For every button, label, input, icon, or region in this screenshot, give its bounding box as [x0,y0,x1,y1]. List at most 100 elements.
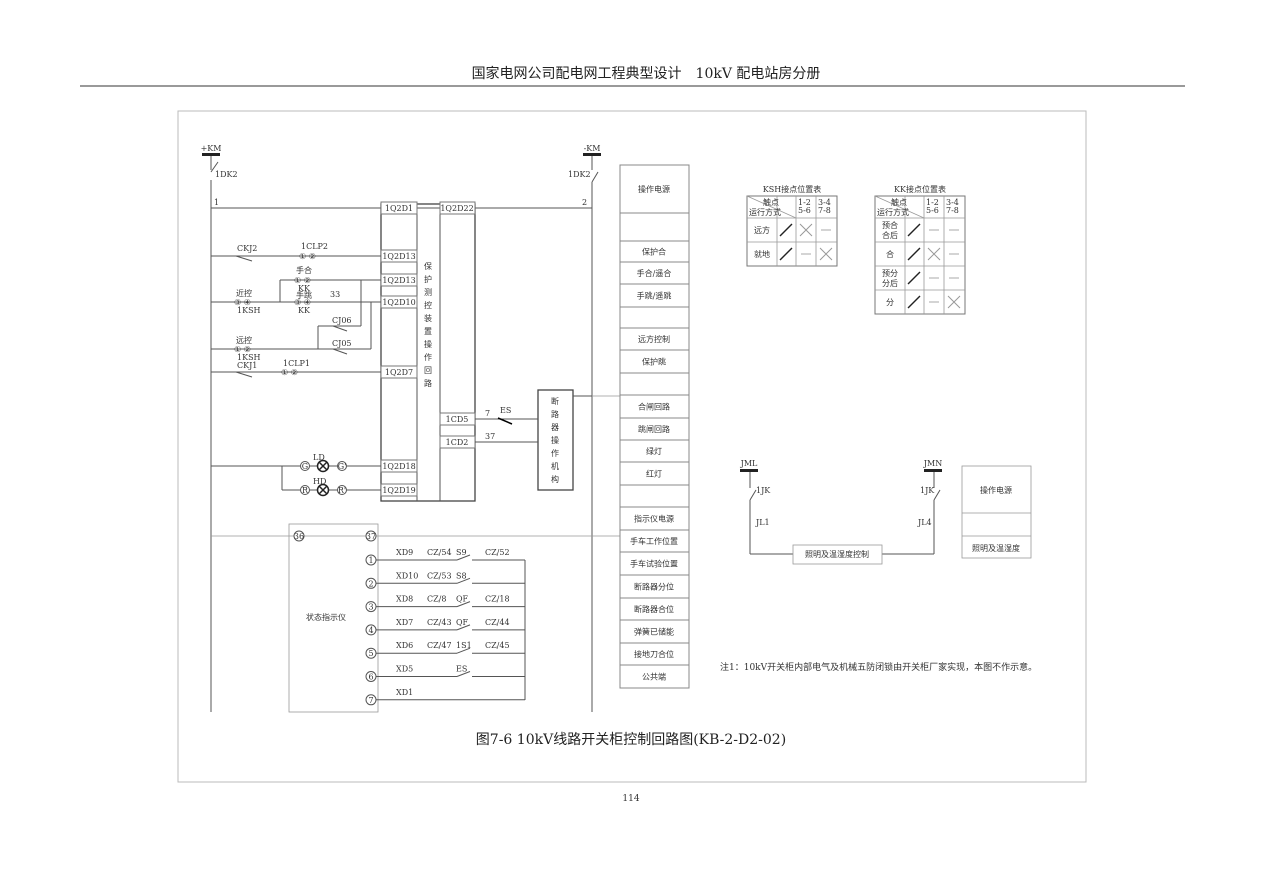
contact-label: 1S1 [456,641,472,650]
page-number: 114 [622,794,639,804]
mode-label: 合 [886,249,894,259]
svg-text:1DK2: 1DK2 [215,170,238,179]
terminal-number: 1 [368,556,373,565]
svg-text:R: R [302,486,309,495]
column-label: 5-6 [798,206,811,215]
svg-text:状态指示仪: 状态指示仪 [306,612,346,622]
corner-label: 触点 [763,197,779,207]
svg-text:CKJ2: CKJ2 [237,244,257,253]
function-cell [619,484,690,508]
function-cell [619,212,690,242]
svg-text:① ②: ① ② [294,276,311,285]
svg-text:1: 1 [214,198,219,207]
dc-bus-right: -KM 1DK2 2 [568,144,620,712]
svg-text:KK: KK [298,306,311,315]
svg-text:① ②: ① ② [234,345,251,354]
terminal-label: 1Q2D13 [382,252,415,261]
function-label: 手合/遥合 [637,268,672,278]
closed-contact-icon [927,247,941,261]
function-label: 绿灯 [646,446,662,456]
handle-position-icon [907,295,921,309]
figure-caption: 图7-6 10kV线路开关柜控制回路图(KB-2-D2-02) [476,732,786,748]
handle-position-icon [907,223,921,237]
handle-position-icon [907,271,921,285]
plug-pin: CZ/47 [427,641,452,650]
device-title-char: 护 [424,274,432,284]
column-label: 7-8 [946,206,959,215]
breaker-title-char: 机 [551,461,559,471]
mode-label: 远方 [754,225,770,235]
terminal-block: XD6 [396,641,413,650]
device-title-char: 回 [424,366,432,375]
handle-position-icon [779,247,793,261]
function-label: 公共端 [642,672,666,682]
header-title: 国家电网公司配电网工程典型设计 10kV 配电站房分册 [472,65,821,82]
device-title-char: 置 [424,327,432,336]
terminal-number: 2 [368,579,373,588]
svg-text:近控: 近控 [236,288,252,298]
terminal-block: XD8 [396,595,413,604]
svg-text:1KSH: 1KSH [237,306,261,315]
device-title-char: 作 [424,352,432,362]
column-label: 3-4 [946,198,959,207]
mode-label: 分后 [882,278,898,288]
mode-label: 合后 [882,230,898,240]
function-label: 远方控制 [638,334,670,344]
corner-label: 运行方式 [749,207,781,217]
svg-text:远控: 远控 [236,335,252,345]
svg-text:R': R' [338,486,346,495]
terminal-label: 1Q2D1 [385,204,413,213]
svg-text:2: 2 [582,198,587,207]
terminal-label: 1Q2D19 [382,486,415,495]
svg-text:操作电源: 操作电源 [980,485,1012,495]
svg-text:① ②: ① ② [281,368,298,377]
function-label: 跳闸回路 [638,424,670,434]
svg-text:HD: HD [313,477,326,486]
svg-text:照明及温湿度控制: 照明及温湿度控制 [805,549,869,559]
function-label: 断路器分位 [634,582,674,592]
function-label: 手车试验位置 [630,559,678,569]
terminal-label: 1CD5 [446,415,469,424]
device-title-char: 测 [424,288,432,297]
terminal-label: 1Q2D18 [382,462,415,471]
svg-text:ES: ES [500,406,511,415]
svg-text:G: G [302,462,308,471]
svg-text:1DK2: 1DK2 [568,170,591,179]
breaker-title-char: 路 [551,409,559,419]
svg-text:JL4: JL4 [917,518,932,527]
plug-pin: CZ/45 [485,641,510,650]
closed-contact-icon [947,295,961,309]
note: 注1：10kV开关柜内部电气及机械五防闭锁由开关柜厂家实现，本图不作示意。 [720,661,1037,673]
svg-text:KK: KK [298,284,311,293]
svg-text:手跳: 手跳 [296,290,312,300]
svg-text:37: 37 [366,532,376,541]
function-label: 弹簧已储能 [634,627,674,637]
svg-text:1JK: 1JK [756,486,771,495]
terminal-label: 1Q2D7 [385,368,413,377]
svg-text:手合: 手合 [296,265,312,275]
table-title: KSH接点位置表 [763,184,821,194]
terminal-number: 5 [368,649,373,658]
column-label: 3-4 [818,198,831,207]
handle-position-icon [779,223,793,237]
contact-label: S9 [456,548,467,557]
svg-text:CKJ1: CKJ1 [237,361,257,370]
svg-text:+KM: +KM [201,144,222,153]
function-label: 保护合 [642,247,666,257]
svg-text:-KM: -KM [584,144,601,153]
terminal-block: XD1 [396,688,413,697]
function-label: 断路器合位 [634,604,674,614]
svg-text:JML: JML [740,459,758,468]
closed-contact-icon [819,247,833,261]
terminal-label: 1CD2 [446,438,469,447]
corner-label: 运行方式 [877,207,909,217]
drawing-frame [177,110,1087,783]
function-label: 红灯 [646,469,662,479]
device-title-char: 路 [424,378,432,388]
breaker-title-char: 器 [551,423,559,432]
breaker-title-char: 操 [551,435,559,445]
